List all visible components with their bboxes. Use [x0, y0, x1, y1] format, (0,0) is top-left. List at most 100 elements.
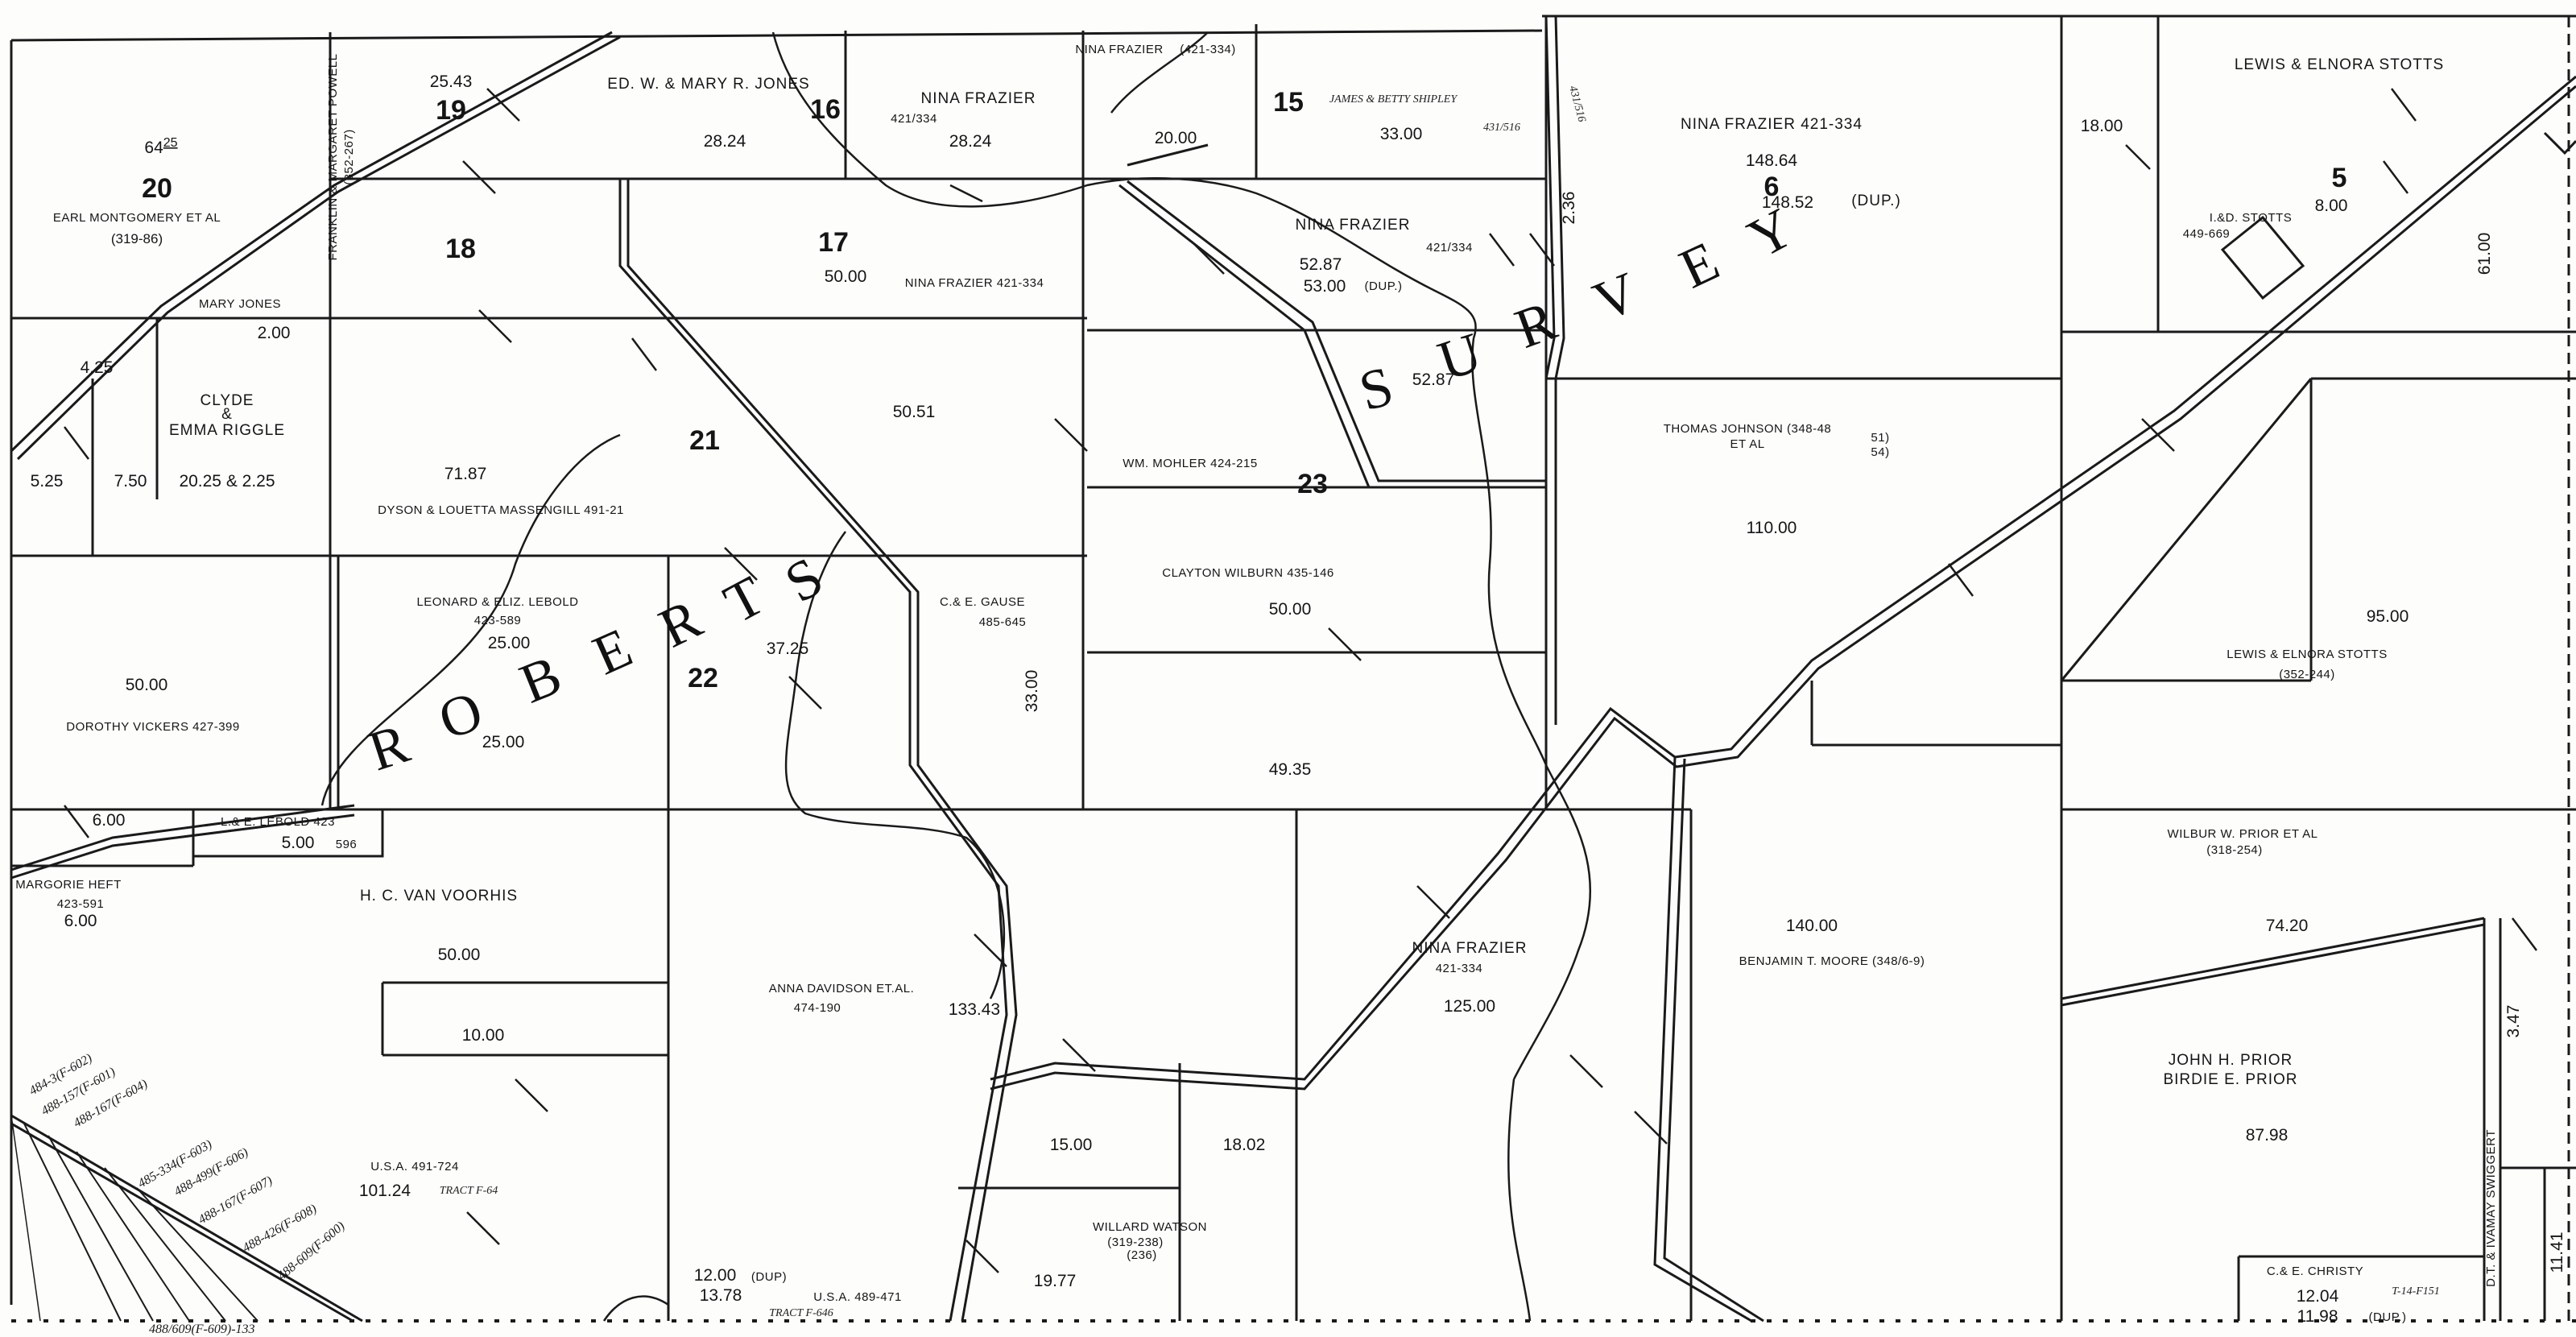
- acres-stotts-top: 18.00: [2081, 117, 2123, 135]
- svg-text:B: B: [511, 644, 569, 716]
- deed-watson: (319-238): [1107, 1236, 1164, 1249]
- owner-usa2: U.S.A. 489-471: [813, 1290, 902, 1304]
- deed-prior-w: (318-254): [2206, 843, 2263, 857]
- svg-text:R: R: [650, 588, 711, 660]
- acres-lebold2: 5.00: [282, 834, 315, 852]
- acres-christy-2: 11.98: [2297, 1307, 2338, 1326]
- tract-usa2: TRACT F-646: [769, 1307, 833, 1319]
- acres-heft: 6.00: [64, 912, 97, 930]
- owner-wilburn: CLAYTON WILBURN 435-146: [1162, 566, 1334, 580]
- sw-lot-labels: 484-3(F-602) 488-157(F-601) 488-167(F-60…: [27, 1051, 348, 1336]
- acres-watson: 19.77: [1034, 1272, 1077, 1290]
- acres-236: 2.36: [1560, 192, 1578, 225]
- deed-heft: 423-591: [57, 897, 105, 911]
- acres-525: 5.25: [31, 472, 64, 491]
- owner-johnson-2: ET AL: [1730, 437, 1764, 451]
- owner-nina-south: NINA FRAZIER: [1412, 940, 1528, 957]
- owner-nina-16: NINA FRAZIER: [921, 90, 1036, 107]
- acres-nina-top: 20.00: [1155, 129, 1197, 147]
- owner-prior-w: WILBUR W. PRIOR ET AL: [2168, 827, 2318, 841]
- acres-voorhis: 50.00: [438, 946, 481, 964]
- acres-dyson: 71.87: [444, 465, 487, 483]
- acres-6100: 61.00: [2475, 233, 2494, 275]
- owner-clyde-3: EMMA RIGGLE: [169, 422, 285, 439]
- acres-nina-5287: 52.87: [1412, 370, 1455, 389]
- svg-text:S: S: [1353, 355, 1400, 423]
- acres-lebold-2: 25.00: [482, 733, 525, 751]
- acres-gause: 33.00: [1023, 670, 1041, 713]
- acres-1200: 12.00: [694, 1266, 737, 1285]
- acres-nina-23: 52.87: [1300, 255, 1342, 274]
- owner-heft: MARGORIE HEFT: [15, 878, 122, 892]
- deed-powell: (352-267): [342, 129, 356, 185]
- acres-nina-6-dup: 148.52: [1762, 193, 1813, 212]
- acres-prior-w: 74.20: [2266, 917, 2309, 935]
- acres-edjones: 28.24: [704, 132, 746, 151]
- svg-text:R: R: [362, 713, 416, 784]
- shipley-road-note: 431/516: [1566, 85, 1587, 123]
- owner-id-stotts: I.&D. STOTTS: [2210, 211, 2292, 225]
- acres-usa2: 13.78: [700, 1286, 742, 1305]
- section-numbers: 20 19 16 15 18 17 21 22 23 6 5: [142, 87, 2347, 693]
- section-6: 6: [1764, 172, 1780, 202]
- owner-voorhis: H. C. VAN VOORHIS: [360, 888, 518, 904]
- acres-prior-j: 87.98: [2246, 1126, 2289, 1145]
- acres-1000: 10.00: [462, 1026, 505, 1045]
- owner-earl: EARL MONTGOMERY ET AL: [53, 211, 221, 225]
- section-5: 5: [2332, 163, 2347, 193]
- section-16: 16: [810, 94, 841, 125]
- deed-lebold: 423-589: [474, 614, 522, 627]
- acres-mary-jones: 2.00: [258, 324, 291, 342]
- deed-watson-2: (236): [1127, 1248, 1157, 1262]
- tract-usa1: TRACT F-64: [440, 1185, 498, 1197]
- owner-nina-17: NINA FRAZIER 421-334: [905, 276, 1044, 290]
- deed-gause: 485-645: [979, 615, 1027, 629]
- owner-clyde-1: CLYDE: [201, 392, 254, 409]
- owner-clyde-2: &: [221, 406, 233, 423]
- tick-marks: [64, 88, 2537, 1273]
- acres-vickers: 50.00: [126, 676, 168, 694]
- owner-nina-top: NINA FRAZIER: [1075, 43, 1163, 56]
- deed-christy: T-14-F151: [2392, 1285, 2440, 1298]
- owner-usa1: U.S.A. 491-724: [370, 1160, 459, 1173]
- streams: [320, 31, 1591, 1322]
- section-19: 19: [436, 95, 466, 126]
- owner-mohler: WM. MOHLER 424-215: [1123, 457, 1257, 470]
- acres-powell: 25.43: [430, 72, 473, 91]
- acres-moore: 140.00: [1786, 917, 1838, 935]
- owner-davidson: ANNA DAVIDSON ET.AL.: [769, 982, 915, 996]
- acres-1141: 11.41: [2548, 1232, 2566, 1273]
- owner-swiggert: D.T. & IVAMAY SWIGGERT: [2484, 1129, 2498, 1287]
- roads: [10, 15, 2576, 1323]
- owner-edjones: ED. W. & MARY R. JONES: [607, 76, 809, 93]
- owner-powell: FRANKLIN & MARGARET POWELL: [326, 54, 340, 261]
- parcel-labels: 6425 EARL MONTGOMERY ET AL (319-86) MARY…: [15, 43, 2566, 1326]
- deed-nina-top: (421-334): [1180, 43, 1236, 56]
- owner-watson: WILLARD WATSON: [1093, 1220, 1207, 1234]
- section-21: 21: [689, 425, 720, 456]
- deed-davidson: 474-190: [794, 1001, 841, 1015]
- deed-nina-16: 421/334: [891, 112, 937, 126]
- acres-nina-16: 28.24: [949, 132, 992, 151]
- svg-text:T: T: [714, 565, 774, 635]
- owner-nina-23: NINA FRAZIER: [1296, 217, 1411, 234]
- acres-nina-south: 125.00: [1444, 997, 1495, 1016]
- svg-text:488/609(F-609)-133: 488/609(F-609)-133: [149, 1323, 255, 1336]
- owner-johnson-3: 51): [1871, 431, 1889, 445]
- owner-stotts-top: LEWIS & ELNORA STOTTS: [2235, 56, 2444, 73]
- acres-usa1: 101.24: [359, 1182, 411, 1200]
- owner-dyson: DYSON & LOUETTA MASSENGILL 491-21: [378, 503, 624, 517]
- acres-1802: 18.02: [1223, 1136, 1266, 1154]
- parcel-lines: [11, 16, 2576, 1321]
- acres-nina-23-dup: 53.00: [1304, 277, 1346, 296]
- deed-shipley: 431/516: [1483, 122, 1520, 134]
- owner-gause: C.& E. GAUSE: [940, 595, 1025, 609]
- acres-stotts2: 95.00: [2367, 607, 2409, 626]
- deed-id-stotts: 449-669: [2183, 227, 2231, 241]
- deed-earl: (319-86): [111, 231, 163, 246]
- section-17: 17: [818, 227, 849, 258]
- owner-johnson-4: 54): [1871, 445, 1889, 459]
- owner-nina-6: NINA FRAZIER 421-334: [1681, 116, 1863, 133]
